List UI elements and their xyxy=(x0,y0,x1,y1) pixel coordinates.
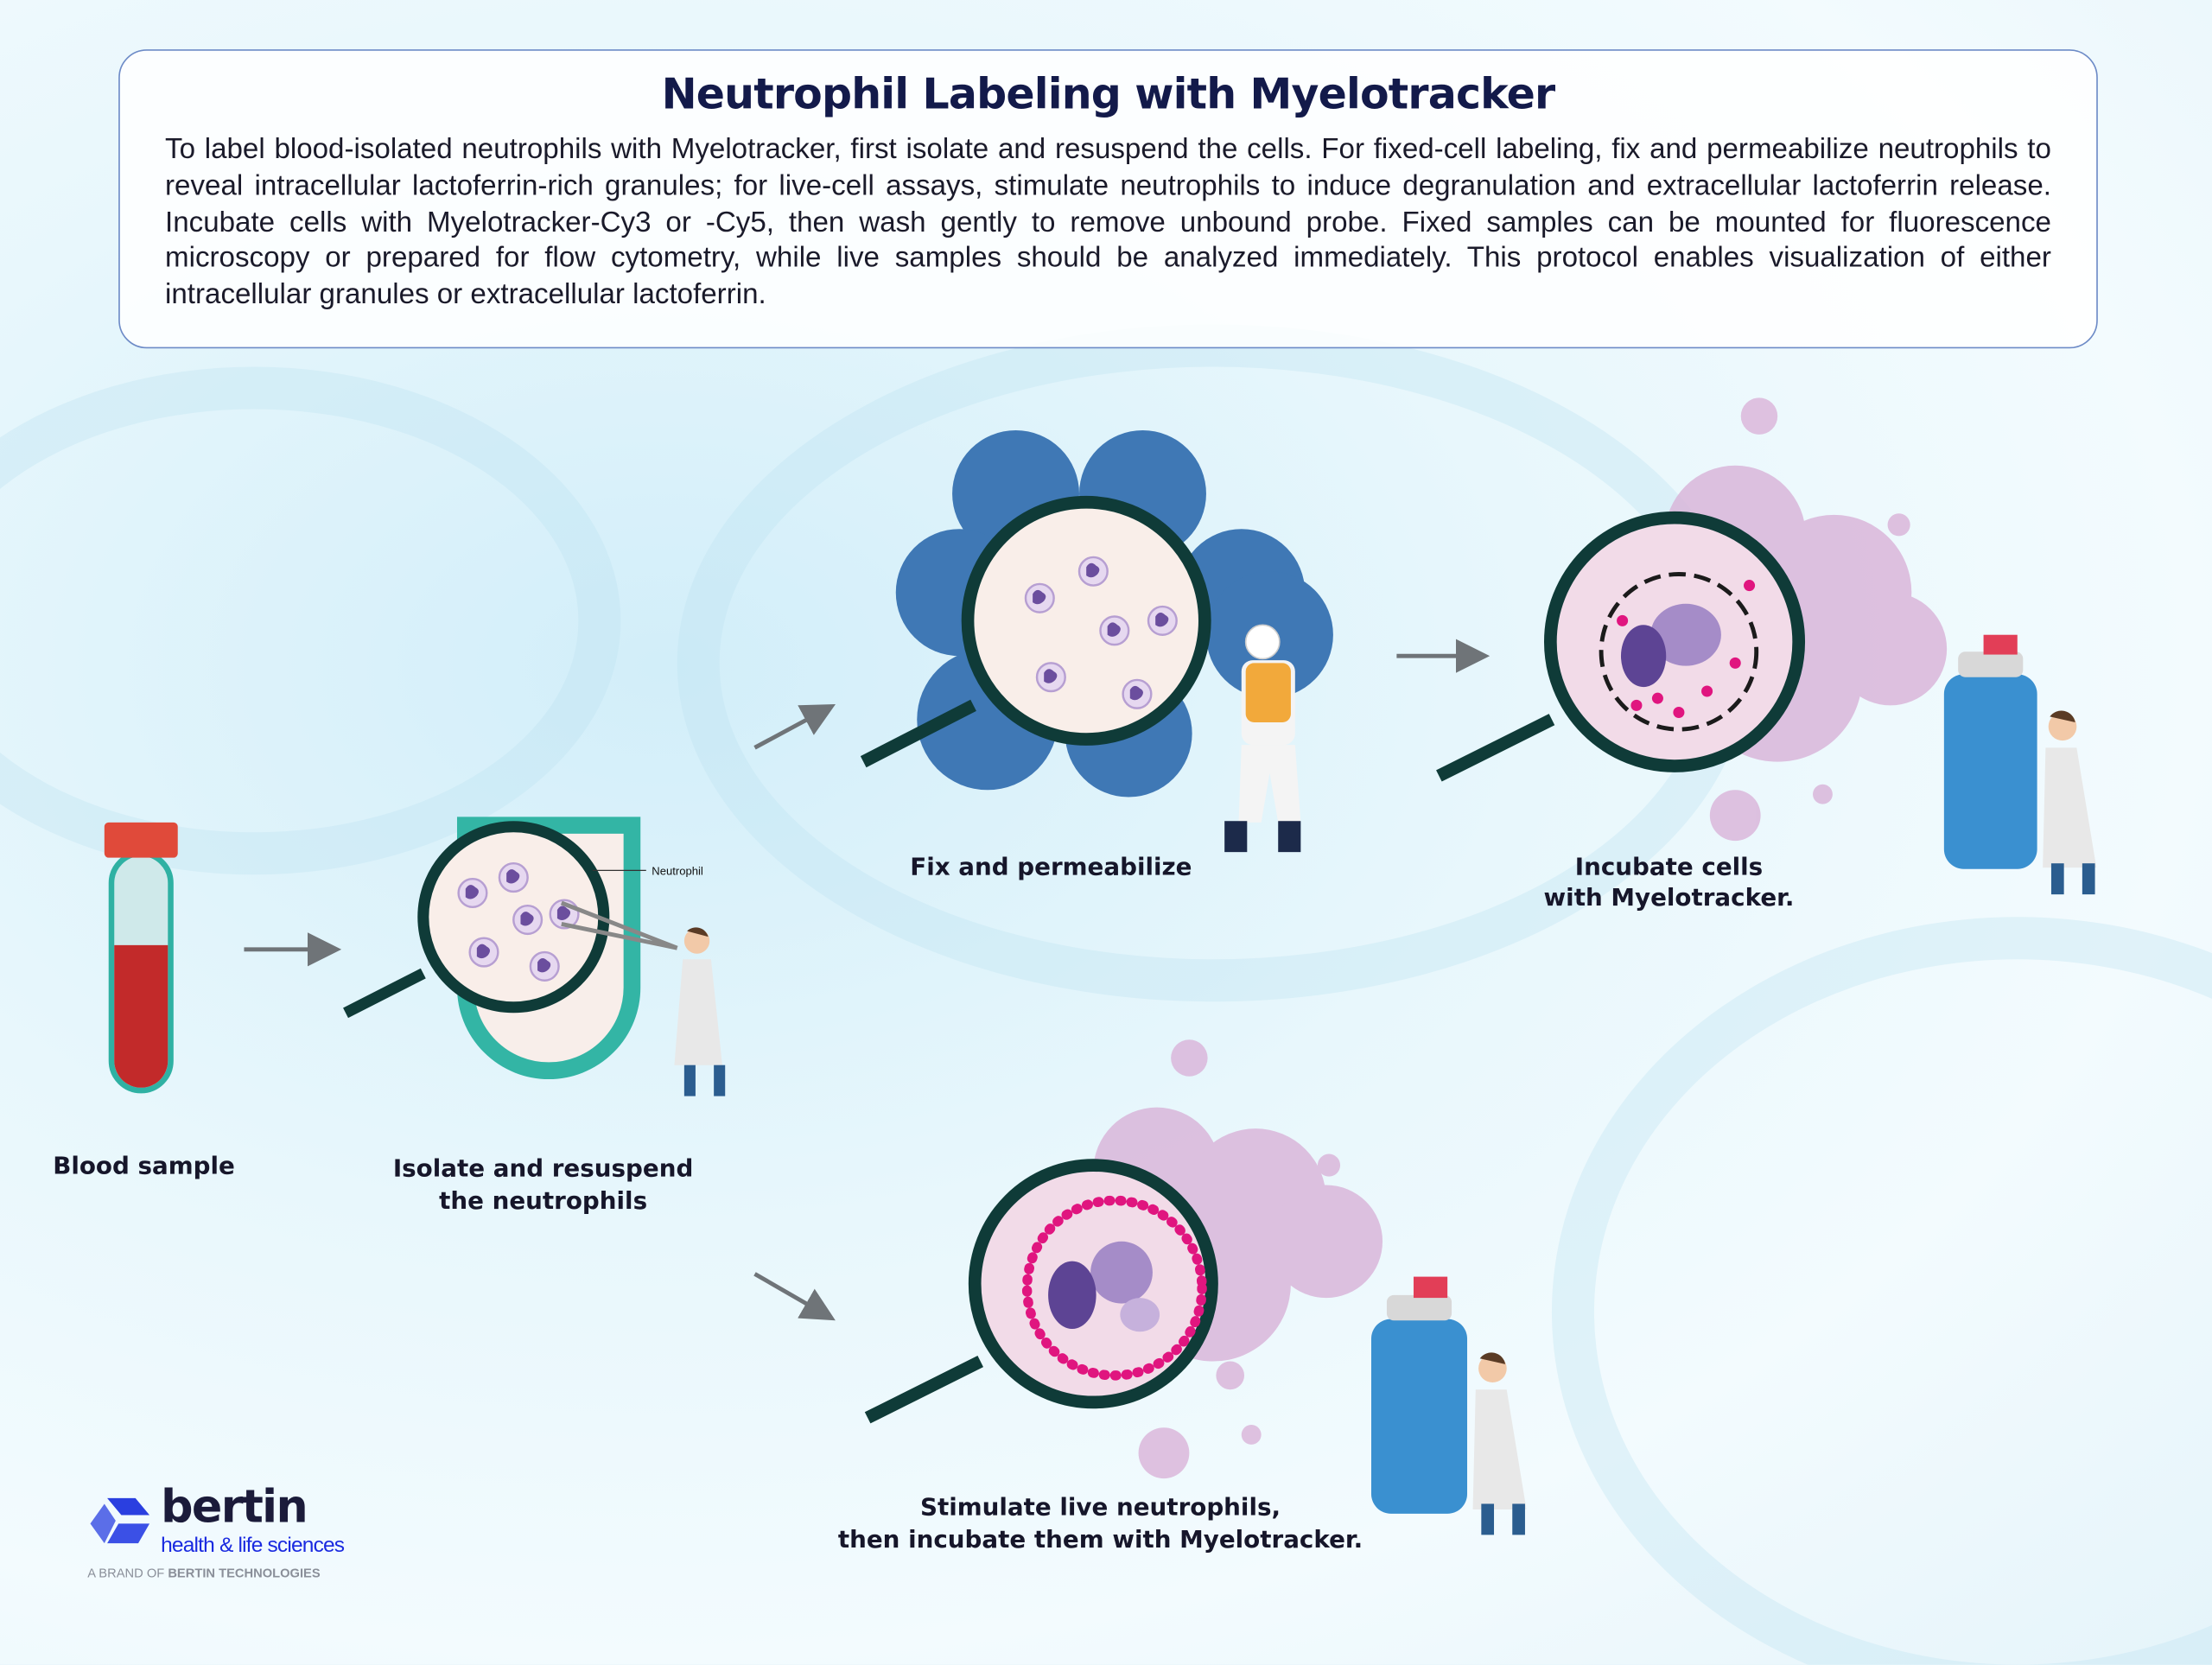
spray-can-icon xyxy=(1370,1276,1468,1514)
logo-brand-line: A BRAND OF BERTIN TECHNOLOGIES xyxy=(87,1566,320,1581)
scientist-icon xyxy=(1472,1352,1527,1535)
brand-line-bold: BERTIN TECHNOLOGIES xyxy=(168,1566,321,1580)
step-label-stimulate-2: then incubate them with Myelotracker. xyxy=(838,1525,1363,1554)
logo-tagline: health & life sciences xyxy=(161,1533,345,1558)
step-label-blood-sample: Blood sample xyxy=(53,1151,235,1179)
step-label-incubate-2: with Myelotracker. xyxy=(1544,883,1795,912)
step-label-fix: Fix and permeabilize xyxy=(910,852,1192,880)
neutrophil-callout: Neutrophil xyxy=(652,864,703,877)
arrow-icon xyxy=(753,703,836,750)
step-label-incubate-1: Incubate cells xyxy=(1575,852,1763,880)
isolate-illustration xyxy=(343,817,726,1096)
stimulate-illustration xyxy=(864,1039,1527,1535)
scientist-icon xyxy=(2043,710,2097,895)
bertin-cube-icon xyxy=(90,1497,150,1544)
scientist-icon xyxy=(674,927,726,1096)
incubate-illustration xyxy=(1436,397,2097,895)
bertin-logo: bertin health & life sciences A BRAND OF… xyxy=(87,1484,454,1598)
blood-tube-icon xyxy=(104,822,178,1094)
step-label-stimulate-1: Stimulate live neutrophils, xyxy=(920,1493,1281,1522)
arrow-icon xyxy=(753,1272,836,1321)
logo-name: bertin xyxy=(161,1479,308,1534)
spray-can-icon xyxy=(1943,634,2037,869)
hazmat-worker-icon xyxy=(1224,624,1301,853)
brand-line-prefix: A BRAND OF xyxy=(87,1566,168,1580)
intro-panel: Neutrophil Labeling with Myelotracker To… xyxy=(118,49,2098,349)
page-title: Neutrophil Labeling with Myelotracker xyxy=(661,70,1556,120)
protocol-description: To label blood-isolated neutrophils with… xyxy=(165,134,2051,311)
step-label-isolate-2: the neutrophils xyxy=(439,1186,647,1215)
fix-illustration xyxy=(860,429,1333,853)
step-label-isolate-1: Isolate and resuspend xyxy=(393,1154,694,1183)
